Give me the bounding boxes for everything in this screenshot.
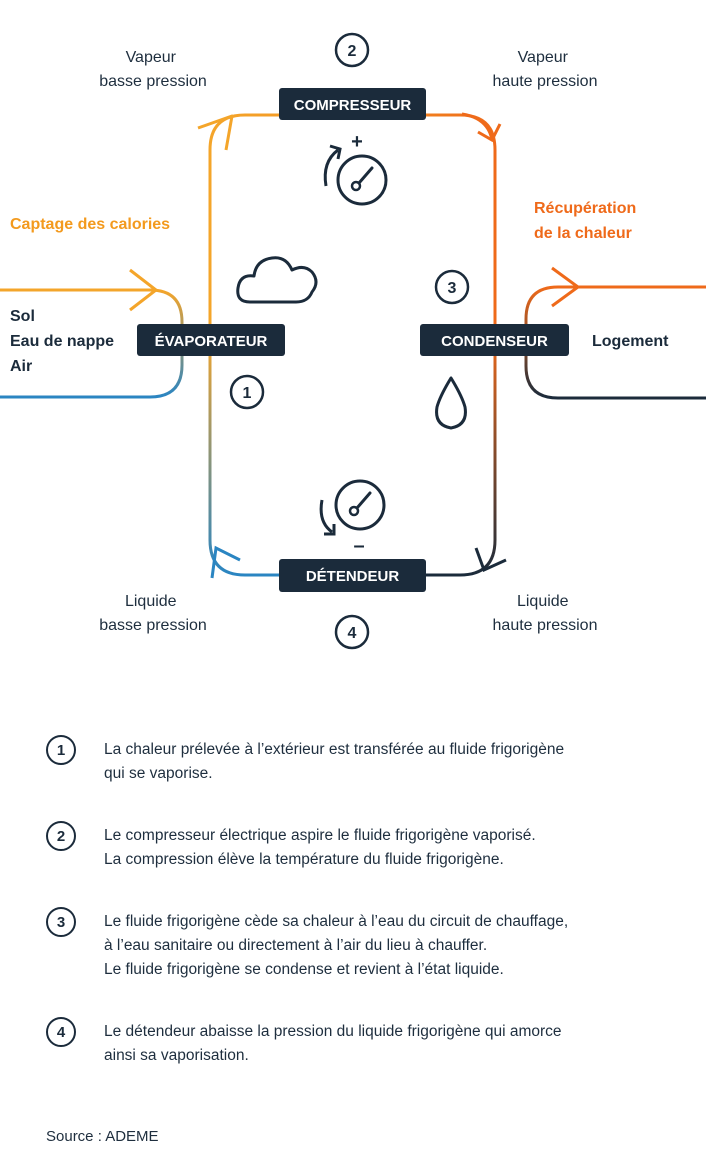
step-4-badge: 4 bbox=[334, 614, 370, 650]
legend-number-1: 1 bbox=[46, 735, 76, 765]
heat-recovery-heading: Récupération de la chaleur bbox=[534, 200, 641, 242]
heat-capture-heading: Captage des calories bbox=[10, 216, 170, 233]
condenser-label: CONDENSEUR bbox=[441, 333, 548, 350]
evaporator-box: ÉVAPORATEUR bbox=[137, 324, 285, 356]
svg-text:3: 3 bbox=[448, 280, 457, 297]
low-pressure-liquid-label: Liquide basse pression bbox=[99, 593, 207, 634]
compressor-box: COMPRESSEUR bbox=[279, 88, 426, 120]
legend-text-3: Le fluide frigorigène cède sa chaleur à … bbox=[104, 913, 569, 978]
condenser-box: CONDENSEUR bbox=[420, 324, 569, 356]
svg-text:2: 2 bbox=[348, 43, 357, 60]
legend-number-2: 2 bbox=[46, 821, 76, 851]
legend-number-3: 3 bbox=[46, 907, 76, 937]
high-pressure-liquid-label: Liquide haute pression bbox=[493, 593, 598, 634]
svg-text:4: 4 bbox=[348, 625, 357, 642]
heat-pump-cycle-diagram: COMPRESSEUR ÉVAPORATEUR CONDENSEUR DÉTEN… bbox=[0, 32, 706, 650]
step-2-badge: 2 bbox=[334, 32, 370, 68]
legend-number-4: 4 bbox=[46, 1017, 76, 1047]
loop-right-lower-segment bbox=[420, 330, 497, 577]
minus-sign: – bbox=[353, 535, 364, 557]
flow-arrow-bottom-left bbox=[210, 545, 241, 579]
pressure-gauge-up-icon: + bbox=[323, 131, 388, 206]
step-3-badge: 3 bbox=[434, 269, 470, 305]
expansion-valve-box: DÉTENDEUR bbox=[279, 559, 426, 592]
source-credit: Source : ADEME bbox=[46, 1128, 159, 1145]
low-pressure-vapor-label: Vapeur basse pression bbox=[99, 49, 207, 90]
legend-text-4: Le détendeur abaisse la pression du liqu… bbox=[104, 1023, 562, 1064]
legend-item-2: 2 Le compresseur électrique aspire le fl… bbox=[46, 821, 666, 901]
loop-left-lower-segment bbox=[208, 330, 300, 577]
expansion-valve-label: DÉTENDEUR bbox=[306, 568, 400, 585]
evaporator-label: ÉVAPORATEUR bbox=[155, 333, 268, 350]
cloud-icon bbox=[236, 256, 318, 304]
legend-item-1: 1 La chaleur prélevée à l’extérieur est … bbox=[46, 735, 666, 815]
flow-arrow-top-right bbox=[461, 112, 502, 143]
svg-text:1: 1 bbox=[243, 385, 252, 402]
flow-arrow-top-left bbox=[197, 114, 234, 151]
legend-text-1: La chaleur prélevée à l’extérieur est tr… bbox=[104, 741, 565, 782]
plus-sign: + bbox=[351, 131, 363, 153]
legend-text-2: Le compresseur électrique aspire le flui… bbox=[104, 827, 536, 868]
flow-arrow-bottom-right bbox=[474, 547, 507, 573]
legend-item-3: 3 Le fluide frigorigène cède sa chaleur … bbox=[46, 907, 666, 997]
right-circuit-arrow bbox=[551, 266, 581, 308]
destination-label: Logement bbox=[592, 333, 669, 350]
pressure-gauge-down-icon: – bbox=[319, 479, 386, 557]
step-1-badge: 1 bbox=[229, 374, 265, 410]
compressor-label: COMPRESSEUR bbox=[294, 97, 412, 114]
drop-icon bbox=[435, 376, 467, 430]
high-pressure-vapor-label: Vapeur haute pression bbox=[493, 49, 598, 90]
left-circuit-arrow bbox=[129, 268, 159, 312]
legend-item-4: 4 Le détendeur abaisse la pression du li… bbox=[46, 1017, 666, 1097]
heat-sources-list: Sol Eau de nappe Air bbox=[10, 308, 118, 375]
